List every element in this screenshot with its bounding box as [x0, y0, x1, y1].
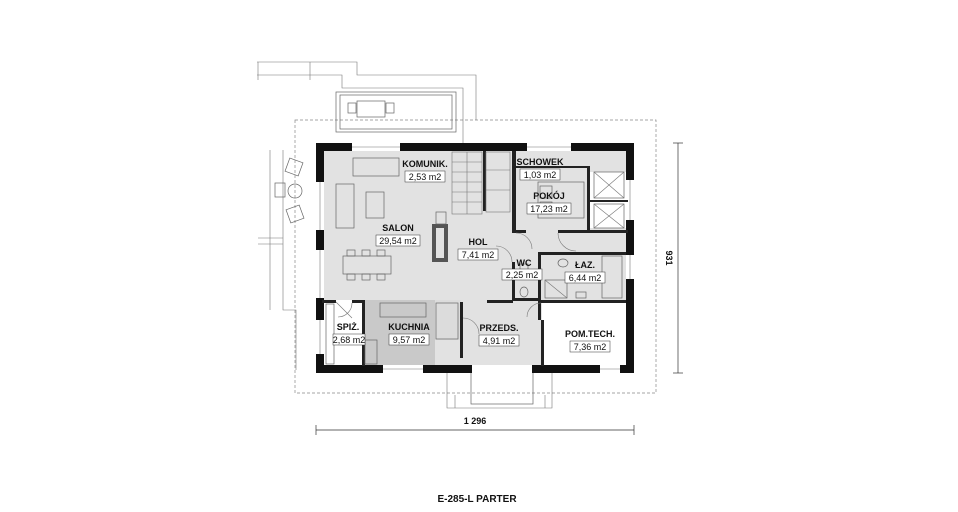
svg-text:7,36 m2: 7,36 m2	[574, 342, 607, 352]
svg-text:HOL: HOL	[469, 237, 489, 247]
svg-text:SCHOWEK: SCHOWEK	[517, 157, 565, 167]
svg-text:4,91 m2: 4,91 m2	[483, 336, 516, 346]
svg-text:SPIŻ.: SPIŻ.	[337, 322, 360, 332]
bathroom-fixtures	[519, 255, 623, 299]
svg-text:29,54 m2: 29,54 m2	[379, 236, 417, 246]
left-terrace	[258, 150, 305, 370]
upper-terrace	[257, 61, 477, 150]
interior-walls	[322, 151, 628, 366]
svg-text:17,23 m2: 17,23 m2	[530, 204, 568, 214]
room-label-kuchnia: KUCHNIA 9,57 m2	[388, 322, 430, 346]
svg-text:WC: WC	[517, 258, 532, 268]
doors	[337, 232, 577, 335]
room-label-schowek: SCHOWEK 1,03 m2	[517, 157, 565, 181]
bedroom-furniture	[537, 171, 625, 229]
svg-text:2,53 m2: 2,53 m2	[409, 172, 442, 182]
svg-text:PRZEDS.: PRZEDS.	[479, 323, 518, 333]
room-label-pokoj: POKÓJ 17,23 m2	[526, 190, 572, 215]
room-label-spiz: SPIŻ. 2,68 m2	[333, 322, 366, 346]
room-label-wc: WC 2,25 m2	[501, 258, 543, 281]
plan-caption: E-285-L PARTER	[437, 494, 517, 505]
svg-text:KOMUNIK.: KOMUNIK.	[402, 159, 448, 169]
room-label-laz: ŁAZ. 6,44 m2	[564, 260, 606, 284]
svg-text:SALON: SALON	[382, 223, 414, 233]
windows	[316, 143, 634, 373]
svg-text:POM.TECH.: POM.TECH.	[565, 329, 615, 339]
stairs	[451, 151, 511, 215]
svg-text:1,03 m2: 1,03 m2	[524, 170, 557, 180]
svg-text:6,44 m2: 6,44 m2	[569, 273, 602, 283]
depth-dimension: 931	[664, 142, 683, 374]
room-label-hol: HOL 7,41 m2	[457, 237, 499, 261]
svg-text:2,25 m2: 2,25 m2	[506, 270, 539, 280]
svg-text:9,57 m2: 9,57 m2	[393, 335, 426, 345]
svg-text:POKÓJ: POKÓJ	[533, 190, 565, 201]
svg-text:2,68 m2: 2,68 m2	[333, 335, 366, 345]
room-label-komunik: KOMUNIK. 2,53 m2	[402, 159, 448, 183]
svg-text:ŁAZ.: ŁAZ.	[575, 260, 595, 270]
room-label-pomtech: POM.TECH. 7,36 m2	[565, 329, 615, 353]
svg-text:KUCHNIA: KUCHNIA	[388, 322, 430, 332]
roof-outline	[294, 119, 657, 394]
svg-text:1 296: 1 296	[464, 416, 487, 426]
room-label-salon: SALON 29,54 m2	[375, 223, 421, 247]
svg-text:931: 931	[664, 250, 674, 265]
salon-furniture	[335, 157, 448, 281]
width-dimension: 1 296	[315, 416, 635, 435]
room-label-przeds: PRZEDS. 4,91 m2	[478, 323, 520, 347]
svg-text:7,41 m2: 7,41 m2	[462, 250, 495, 260]
